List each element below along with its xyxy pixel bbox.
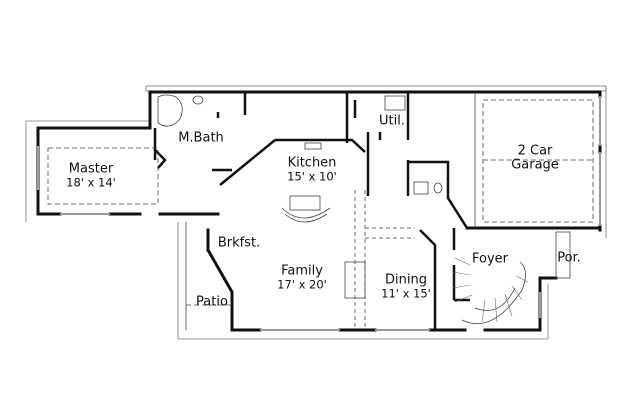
room-patio-name: Patio [196, 294, 228, 310]
room-patio: Patio [196, 293, 228, 310]
room-kitchen-dimensions: 15' x 10' [287, 169, 337, 184]
room-master: Master 18' x 14' [66, 160, 116, 190]
room-kitchen-name: Kitchen [287, 155, 337, 171]
room-garage-name: 2 Car [517, 143, 553, 159]
fixtures-and-dashed-lines [47, 92, 594, 330]
room-family: Family 17' x 20' [277, 262, 327, 292]
room-master-bath: M.Bath [178, 129, 224, 146]
room-dining-dimensions: 11' x 15' [381, 286, 431, 301]
room-util-name: Util. [379, 113, 405, 129]
room-family-dimensions: 17' x 20' [277, 277, 327, 292]
room-garage: 2 Car Garage [511, 144, 559, 171]
room-master-name: Master [68, 161, 114, 177]
room-breakfast: Brkfst. [218, 234, 260, 251]
room-mbath-name: M.Bath [178, 130, 224, 146]
window-openings [37, 96, 601, 331]
room-foyer: Foyer [472, 250, 508, 267]
room-master-dimensions: 18' x 14' [66, 175, 116, 190]
room-family-name: Family [281, 263, 323, 279]
stair-treads [452, 257, 529, 323]
room-porch: Por. [557, 249, 581, 266]
room-dining-name: Dining [385, 272, 427, 288]
room-garage-name-2: Garage [511, 157, 559, 172]
room-kitchen: Kitchen 15' x 10' [287, 154, 337, 184]
interior-walls [153, 92, 470, 330]
room-dining: Dining 11' x 15' [381, 271, 431, 301]
room-utility: Util. [379, 112, 405, 129]
exterior-walls [36, 90, 602, 332]
room-foyer-name: Foyer [471, 251, 509, 267]
room-brkfst-name: Brkfst. [217, 235, 261, 251]
room-porch-name: Por. [557, 250, 581, 266]
